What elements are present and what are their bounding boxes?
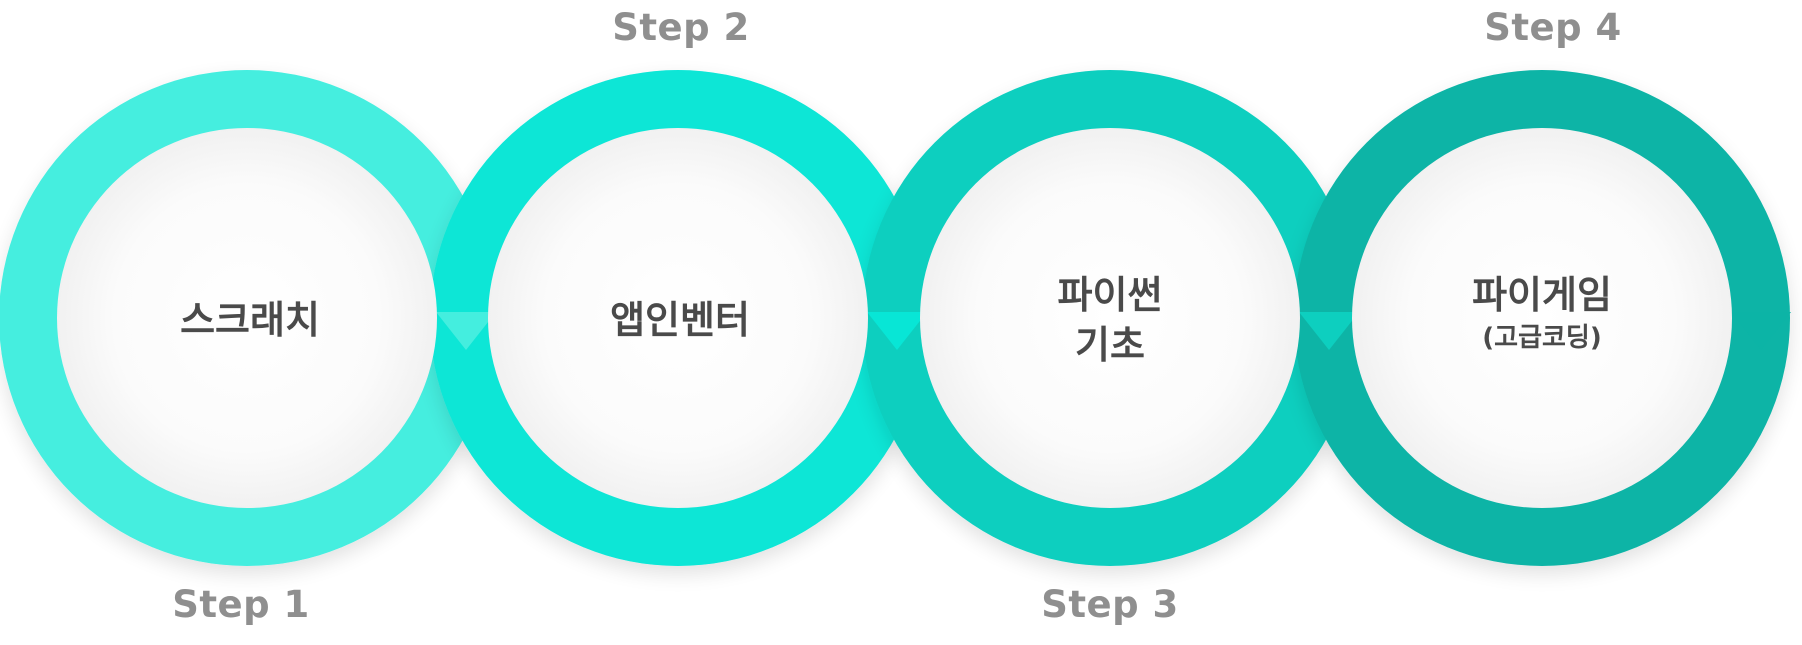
step-1-inner xyxy=(57,128,437,508)
step-4-arrow xyxy=(1731,312,1791,350)
step-2-arrow xyxy=(867,312,927,350)
step-4-subtitle: (고급코딩) xyxy=(1482,323,1602,353)
step-2-title: 앱인벤터 xyxy=(550,295,810,345)
step-1-title: 스크래치 xyxy=(120,295,380,345)
step-3-title: 파이썬 기초 xyxy=(980,270,1240,370)
step-4-inner xyxy=(1352,128,1732,508)
step-4-label: Step 4 xyxy=(1484,6,1622,49)
step-3-inner xyxy=(920,128,1300,508)
step-3-label: Step 3 xyxy=(1041,583,1179,626)
step-2-inner xyxy=(488,128,868,508)
step-2-label: Step 2 xyxy=(612,6,750,49)
step-3-title-line-2: 기초 xyxy=(1075,323,1145,367)
step-2-title-line: 앱인벤터 xyxy=(610,298,750,342)
step-1-arrow xyxy=(436,312,496,350)
step-3-arrow xyxy=(1299,312,1359,350)
step-1-label: Step 1 xyxy=(172,583,310,626)
step-4-title-line: 파이게임 xyxy=(1472,273,1612,317)
step-3-title-line-1: 파이썬 xyxy=(1057,273,1163,317)
step-4-title: 파이게임 (고급코딩) xyxy=(1412,270,1672,356)
step-1-title-line: 스크래치 xyxy=(180,298,320,342)
